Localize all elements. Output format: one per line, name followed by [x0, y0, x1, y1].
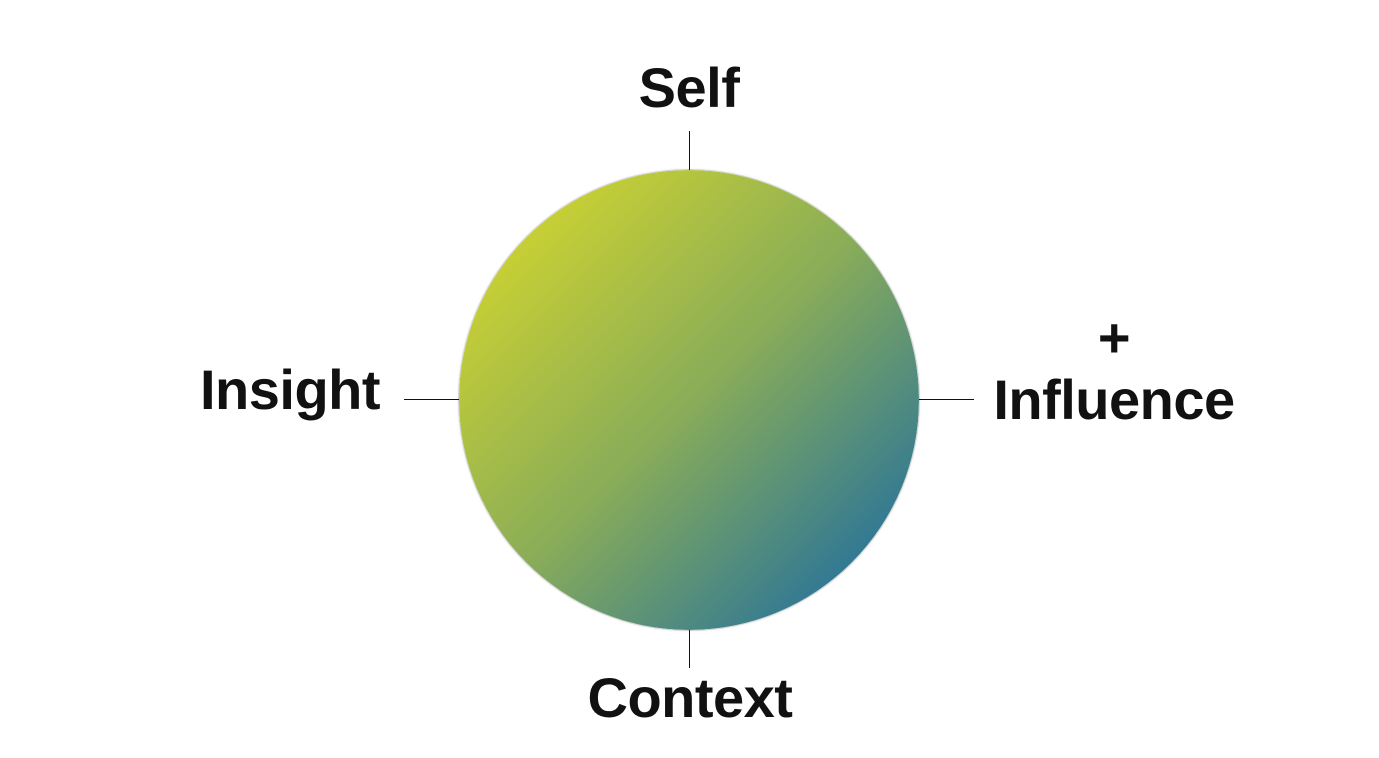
- connector-line-left: [404, 399, 459, 400]
- circle-fill: [459, 170, 919, 630]
- label-plus: +: [1097, 306, 1131, 369]
- label-context: Context: [587, 666, 793, 729]
- gradient-circle: [459, 170, 919, 630]
- label-influence: Influence: [993, 368, 1235, 431]
- connector-line-top: [689, 131, 690, 170]
- label-self: Self: [638, 56, 740, 119]
- connector-line-bottom: [689, 630, 690, 668]
- connector-line-right: [919, 399, 974, 400]
- label-insight: Insight: [199, 358, 381, 421]
